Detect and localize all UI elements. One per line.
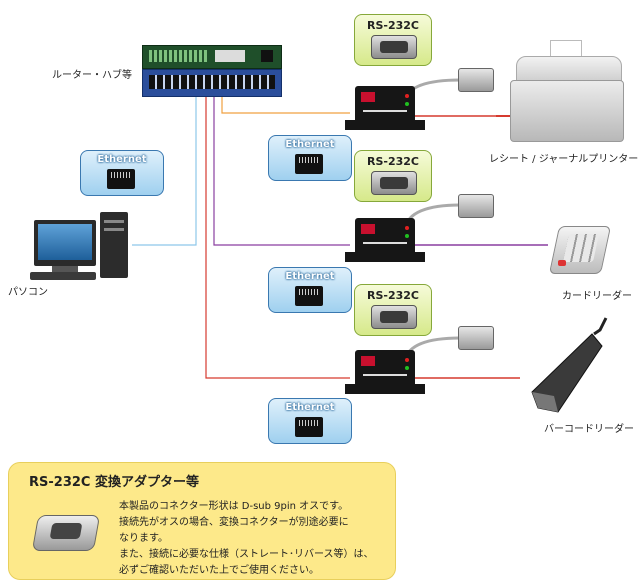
ethernet-port-icon [107,169,135,189]
converter-device-3 [345,350,425,394]
ethernet-bubble-2: Ethernet [268,267,352,313]
orange-ethernet-line [221,92,350,114]
dsub-connector-icon [371,35,417,59]
info-box-line-5: 必ずご確認いただいた上でご使用ください。 [119,565,319,576]
ethernet-port-icon [295,154,323,174]
info-box-line-1: 本製品のコネクター形状は D-sub 9pin オスです。 [119,501,349,512]
adapter-image [27,507,103,559]
info-box-line-4: また、接続に必要な仕様（ストレート･リバース等）は、 [119,549,374,560]
pc-monitor [34,220,96,266]
rs232c-bubble-1: RS-232C [354,14,432,66]
info-box-line-3: なります。 [119,533,168,544]
ethernet-bubble-2-title: Ethernet [285,271,335,282]
converter-device-1 [345,86,425,130]
ethernet-bubble-1: Ethernet [268,135,352,181]
purple-ethernet-line [213,92,350,246]
barcode-reader-image [531,317,608,413]
printer-image [506,40,626,144]
blue-pc-line [132,92,197,246]
ethernet-bubble-3-title: Ethernet [285,402,335,413]
info-box-title: RS-232C 変換アダプター等 [29,475,199,490]
serial-plug-1 [458,68,494,92]
rs232c-bubble-3-title: RS-232C [367,289,419,302]
dsub-connector-icon [371,305,417,329]
rs232c-bubble-2-title: RS-232C [367,155,419,168]
pc-monitor-stand [52,266,78,272]
hub-top-unit [142,45,282,69]
pc-label: パソコン [8,287,48,298]
pc-tower [100,212,128,278]
brand-logo-icon [361,92,375,102]
info-box-line-2: 接続先がオスの場合、変換コネクターが別途必要に [119,517,349,528]
ethernet-bubble-1-title: Ethernet [285,139,335,150]
red-ethernet-line [205,92,350,379]
printer-label: レシート / ジャーナルプリンター [489,154,639,165]
pc-keyboard [30,272,96,280]
router-hub-device [142,45,282,97]
ethernet-port-icon [295,417,323,437]
router-label: ルーター・ハブ等 [52,70,132,81]
ethernet-bubble-pc-title: Ethernet [97,154,147,165]
card-reader-image [548,220,612,282]
rs232c-bubble-2: RS-232C [354,150,432,202]
brand-logo-icon [361,356,375,366]
serial-plug-3 [458,326,494,350]
info-box: RS-232C 変換アダプター等 本製品のコネクター形状は D-sub 9pin… [8,462,396,580]
serial-plug-2 [458,194,494,218]
rs232c-bubble-3: RS-232C [354,284,432,336]
hub-bottom-unit [142,69,282,97]
converter-device-2 [345,218,425,262]
brand-logo-icon [361,224,375,234]
ethernet-bubble-pc: Ethernet [80,150,164,196]
ethernet-port-icon [295,286,323,306]
dsub-connector-icon [371,171,417,195]
rs232c-bubble-1-title: RS-232C [367,19,419,32]
card-reader-label: カードリーダー [562,291,632,302]
barcode-reader-label: バーコードリーダー [544,424,634,435]
ethernet-bubble-3: Ethernet [268,398,352,444]
